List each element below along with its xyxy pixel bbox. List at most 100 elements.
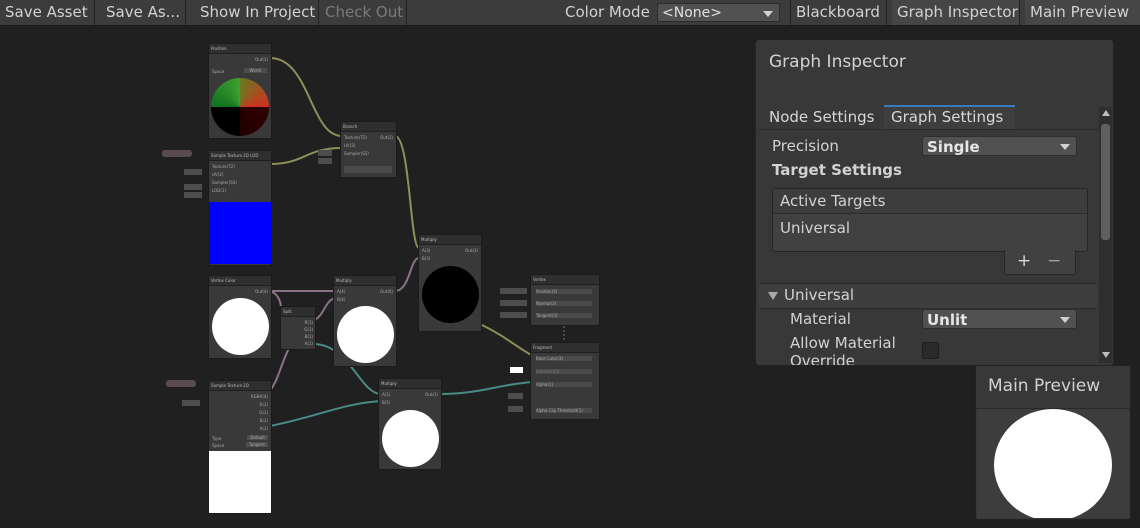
node-title: Split — [281, 307, 315, 317]
node-multiply-bottom[interactable]: Multiply A(1) B(1) Out(1) — [378, 378, 442, 470]
port-out[interactable]: Out(1) — [425, 392, 438, 397]
clip-input-chip[interactable] — [508, 406, 523, 412]
emission-color-chip[interactable] — [510, 367, 523, 373]
port-emission[interactable]: Emission(3) — [536, 369, 592, 374]
wire-tex-multiply — [269, 400, 382, 427]
port-c[interactable]: Sampler(SS) — [344, 151, 369, 156]
remove-target-button[interactable]: − — [1047, 251, 1062, 271]
wire-texture-branch — [269, 147, 343, 165]
port-b[interactable]: UV(2) — [344, 143, 356, 148]
port-a[interactable]: A(4) — [337, 289, 346, 294]
port-a[interactable]: A(1) — [259, 426, 268, 431]
tab-node-settings[interactable]: Node Settings — [769, 108, 875, 126]
inspector-scrollbar[interactable] — [1099, 107, 1112, 363]
port-a[interactable]: Texture(T2) — [344, 135, 367, 140]
universal-section-header[interactable]: Universal — [759, 283, 1097, 309]
texture-preview — [209, 202, 271, 264]
object-space-chip[interactable] — [500, 288, 527, 294]
node-sample-texture-lod[interactable]: Sample Texture 2D LOD Texture(T2) UV(2) … — [208, 150, 272, 266]
material-value: Unlit — [927, 311, 968, 329]
node-split[interactable]: Split R(1) G(1) B(1) A(1) — [280, 306, 316, 350]
port-a[interactable]: A(3) — [422, 248, 431, 253]
property-input-chip[interactable] — [162, 150, 192, 157]
node-branch[interactable]: Branch Texture(T2) UV(2) Sampler(SS) Out… — [340, 121, 397, 178]
node-vertex-stack[interactable]: Vertex Position(3) Normal(3) Tangent(3) — [530, 274, 600, 326]
port-rgba[interactable]: RGBA(4) — [250, 394, 268, 399]
port-texture[interactable]: Texture(T2) — [212, 164, 235, 169]
allow-override-checkbox[interactable] — [922, 342, 939, 359]
port-a[interactable]: A(1) — [382, 392, 391, 397]
tab-graph-settings[interactable]: Graph Settings — [884, 105, 1015, 129]
port-alpha[interactable]: Alpha(1) — [536, 382, 592, 387]
node-vertex-color[interactable]: Vertex Color Out(4) — [208, 275, 272, 359]
scrollbar-thumb[interactable] — [1101, 124, 1110, 240]
sampler-input-chip[interactable] — [184, 184, 202, 190]
main-preview-button[interactable]: Main Preview — [1025, 0, 1140, 25]
port-out[interactable]: Out(3) — [255, 57, 268, 62]
wire-branch-multiply — [394, 135, 420, 249]
port-b[interactable]: B(4) — [337, 297, 346, 302]
node-multiply-right[interactable]: Multiply A(3) B(3) Out(3) — [418, 234, 482, 332]
space-dropdown[interactable]: World — [243, 68, 267, 73]
scroll-down-icon[interactable] — [1102, 352, 1110, 358]
port-r[interactable]: R(1) — [304, 320, 313, 325]
graph-inspector-title: Graph Inspector — [769, 52, 906, 72]
node-fragment-stack[interactable]: Fragment Base Color(3) Emission(3) Alpha… — [530, 342, 600, 420]
object-space-chip[interactable] — [500, 312, 527, 318]
node-position[interactable]: Position Out(3) Space World — [208, 43, 272, 139]
node-sample-texture[interactable]: Sample Texture 2D RGBA(4) R(1) G(1) B(1)… — [208, 380, 272, 514]
space-dropdown[interactable]: Tangent — [246, 442, 268, 447]
branch-option-row[interactable] — [344, 166, 392, 173]
lod-input-chip[interactable] — [184, 192, 202, 198]
port-out[interactable]: Out(3) — [465, 248, 478, 253]
port-r[interactable]: R(1) — [259, 402, 268, 407]
wire-split-down — [269, 345, 291, 392]
type-dropdown[interactable]: Default — [247, 435, 268, 440]
alpha-input-chip[interactable] — [508, 393, 523, 399]
color-mode-dropdown[interactable]: <None> — [657, 3, 780, 22]
list-item[interactable]: Universal — [780, 219, 851, 237]
blackboard-button[interactable]: Blackboard — [790, 0, 887, 25]
wire-to-alpha — [439, 381, 534, 395]
property-input-chip[interactable] — [166, 380, 196, 387]
port-lod[interactable]: LOD(1) — [212, 188, 226, 193]
port-alpha-clip[interactable]: Alpha Clip Threshold(1) — [536, 408, 592, 413]
port-position[interactable]: Position(3) — [536, 289, 592, 294]
branch-input-chip[interactable] — [318, 158, 332, 164]
graph-inspector-button[interactable]: Graph Inspector — [892, 0, 1020, 25]
check-out-button[interactable]: Check Out — [320, 0, 407, 25]
port-b[interactable]: B(3) — [422, 256, 431, 261]
uv-input-chip[interactable] — [182, 400, 200, 406]
allow-override-label-2: Override — [790, 352, 855, 365]
show-in-project-button[interactable]: Show In Project — [195, 0, 319, 25]
port-base-color[interactable]: Base Color(3) — [536, 356, 592, 361]
save-asset-button[interactable]: Save Asset — [0, 0, 95, 25]
port-normal[interactable]: Normal(3) — [536, 301, 592, 306]
add-target-button[interactable]: + — [1017, 251, 1032, 271]
node-multiply-mid[interactable]: Multiply A(4) B(4) Out(4) — [333, 275, 397, 367]
scroll-up-icon[interactable] — [1102, 110, 1110, 116]
port-out[interactable]: Out(4) — [380, 289, 393, 294]
material-dropdown[interactable]: Unlit — [922, 309, 1077, 329]
uv-input-chip[interactable] — [184, 169, 202, 175]
port-a[interactable]: A(1) — [304, 341, 313, 346]
branch-input-chip[interactable] — [318, 150, 332, 156]
port-out[interactable]: Out(4) — [255, 289, 268, 294]
port-out[interactable]: Out(3) — [380, 135, 393, 140]
precision-dropdown[interactable]: Single — [922, 136, 1077, 156]
main-preview-viewport[interactable] — [977, 409, 1129, 518]
port-b[interactable]: B(1) — [382, 400, 391, 405]
port-g[interactable]: G(1) — [304, 327, 313, 332]
inspector-tabs: Node Settings Graph Settings — [762, 105, 1114, 129]
port-sampler[interactable]: Sampler(SS) — [212, 180, 237, 185]
port-tangent[interactable]: Tangent(3) — [536, 313, 592, 318]
node-title: Position — [209, 44, 271, 54]
save-as-button[interactable]: Save As... — [101, 0, 186, 25]
main-preview-header[interactable]: Main Preview — [976, 366, 1130, 409]
object-space-chip[interactable] — [500, 300, 527, 306]
port-g[interactable]: G(1) — [259, 410, 268, 415]
port-b[interactable]: B(1) — [304, 334, 313, 339]
port-uv[interactable]: UV(2) — [212, 172, 224, 177]
port-b[interactable]: B(1) — [259, 418, 268, 423]
color-mode-label: Color Mode — [565, 3, 650, 21]
